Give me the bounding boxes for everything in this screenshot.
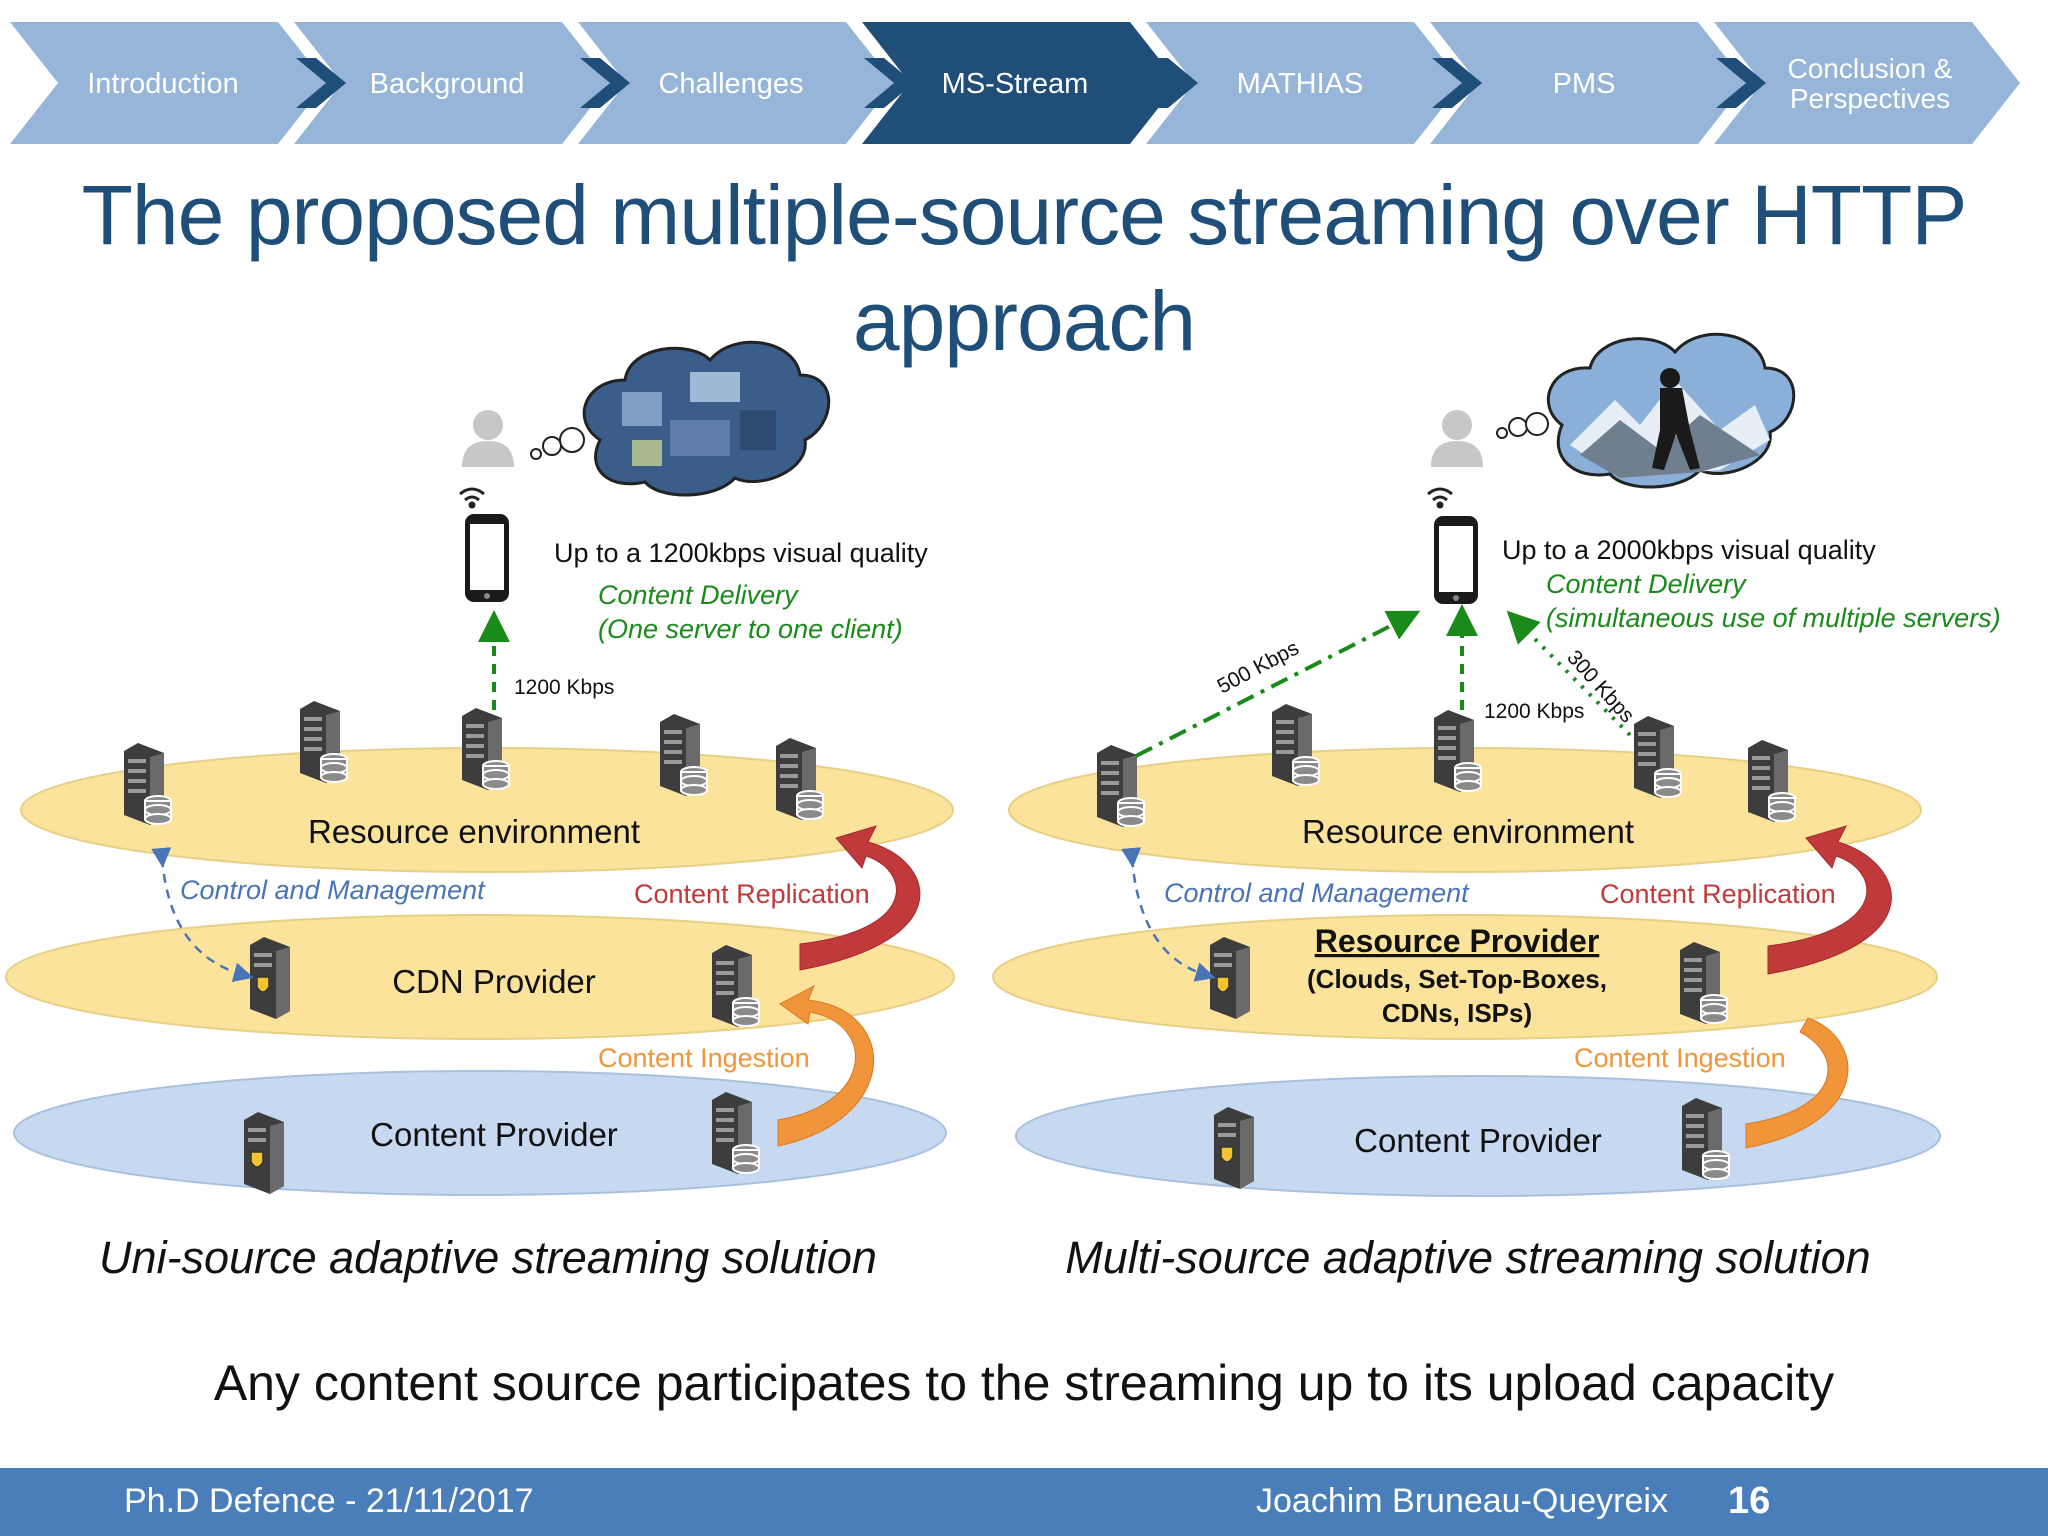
user-icon xyxy=(462,410,514,467)
quality-label: Up to a 2000kbps visual quality xyxy=(1502,535,1876,565)
shield-server-icon xyxy=(1209,936,1251,1020)
svg-text:PMS: PMS xyxy=(1553,68,1616,100)
page-number: 16 xyxy=(1728,1480,1771,1522)
shield-server-icon xyxy=(1213,1106,1255,1190)
server-icon xyxy=(712,1092,760,1174)
content-replication-arrow xyxy=(799,825,921,971)
delivery-arrow-left xyxy=(1135,610,1421,758)
content-provider-label: Content Provider xyxy=(370,1116,618,1153)
thought-bubble-icon xyxy=(1496,332,1796,489)
footer-author: Joachim Bruneau-Queyreix xyxy=(1256,1482,1668,1520)
left-caption: Uni-source adaptive streaming solution xyxy=(99,1232,877,1283)
title-line-2: approach xyxy=(852,274,1196,368)
content-ingestion-arrow xyxy=(777,984,875,1147)
server-icon xyxy=(712,945,760,1027)
resource-environment-label: Resource environment xyxy=(308,813,640,850)
control-management-label: Control and Management xyxy=(180,875,486,905)
rate-label-left: 500 Kbps xyxy=(1214,636,1303,698)
footer-event: Ph.D Defence - 21/11/2017 xyxy=(124,1482,534,1520)
server-icon xyxy=(1634,716,1682,798)
wifi-icon xyxy=(1426,487,1454,509)
nav-item-background[interactable]: Background xyxy=(294,22,610,144)
resource-provider-line2: (Clouds, Set-Top-Boxes, xyxy=(1307,964,1607,994)
content-provider-label: Content Provider xyxy=(1354,1122,1602,1159)
server-icon xyxy=(462,708,510,790)
server-icon xyxy=(776,738,824,820)
control-management-arrow xyxy=(1121,847,1216,982)
content-replication-label: Content Replication xyxy=(634,879,870,909)
section-nav: Introduction Background Challenges MS-St… xyxy=(10,22,2020,144)
content-replication-label: Content Replication xyxy=(1600,879,1836,909)
nav-separators xyxy=(296,58,1766,108)
svg-text:Conclusion &: Conclusion & xyxy=(1788,53,1953,84)
slide-title: The proposed multiple-source streaming o… xyxy=(0,162,2048,374)
left-panel: Resource environment CDN Provider Conten… xyxy=(5,340,955,1196)
content-delivery-label: Content Delivery xyxy=(598,580,799,610)
content-ingestion-label: Content Ingestion xyxy=(1574,1043,1786,1073)
rate-label-center: 1200 Kbps xyxy=(1484,700,1584,723)
delivery-arrow-right xyxy=(1506,610,1632,737)
server-icon xyxy=(1434,710,1482,792)
control-management-arrow xyxy=(151,847,254,983)
server-icon xyxy=(1748,740,1796,822)
cdn-provider-label: CDN Provider xyxy=(392,963,596,1000)
title-line-1: The proposed multiple-source streaming o… xyxy=(81,168,1968,262)
wifi-icon xyxy=(458,487,486,509)
bottom-statement: Any content source participates to the s… xyxy=(213,1355,1835,1411)
svg-text:Introduction: Introduction xyxy=(87,68,239,100)
control-management-label: Control and Management xyxy=(1164,878,1470,908)
resource-environment-label: Resource environment xyxy=(1302,813,1634,850)
smartphone-icon xyxy=(1434,516,1478,604)
content-delivery-note: (One server to one client) xyxy=(598,614,903,644)
quality-label: Up to a 1200kbps visual quality xyxy=(554,538,928,568)
server-icon xyxy=(1682,1098,1730,1180)
resource-provider-line3: CDNs, ISPs) xyxy=(1382,998,1532,1028)
footer: Ph.D Defence - 21/11/2017 Joachim Brunea… xyxy=(0,1468,2048,1536)
smartphone-icon xyxy=(465,514,509,602)
shield-server-icon xyxy=(243,1111,285,1195)
content-replication-arrow xyxy=(1767,825,1892,975)
nav-item-mathias[interactable]: MATHIAS xyxy=(1146,22,1462,144)
shield-server-icon xyxy=(249,936,291,1020)
svg-text:Background: Background xyxy=(370,68,525,100)
nav-item-pms[interactable]: PMS xyxy=(1430,22,1746,144)
nav-item-conclusion[interactable]: Conclusion & Perspectives xyxy=(1714,22,2020,144)
content-ingestion-arrow xyxy=(1745,1017,1849,1149)
svg-text:MATHIAS: MATHIAS xyxy=(1237,68,1364,100)
nav-item-ms-stream[interactable]: MS-Stream xyxy=(862,22,1178,144)
server-icon xyxy=(124,743,172,825)
server-icon xyxy=(1272,704,1320,786)
server-icon xyxy=(1680,942,1728,1024)
user-icon xyxy=(1431,410,1483,467)
content-delivery-note: (simultaneous use of multiple servers) xyxy=(1546,603,2001,633)
resource-provider-title: Resource Provider xyxy=(1315,923,1600,959)
server-icon xyxy=(300,701,348,783)
right-caption: Multi-source adaptive streaming solution xyxy=(1065,1232,1871,1283)
thought-bubble-icon xyxy=(530,340,831,497)
content-ingestion-label: Content Ingestion xyxy=(598,1043,810,1073)
svg-text:Challenges: Challenges xyxy=(658,68,803,100)
svg-text:MS-Stream: MS-Stream xyxy=(942,68,1089,100)
nav-item-introduction[interactable]: Introduction xyxy=(10,22,326,144)
server-icon xyxy=(660,714,708,796)
svg-text:Perspectives: Perspectives xyxy=(1790,83,1950,114)
content-delivery-label: Content Delivery xyxy=(1546,569,1747,599)
right-panel: Resource environment Resource Provider (… xyxy=(992,332,2001,1197)
delivery-rate-label: 1200 Kbps xyxy=(514,676,614,699)
nav-item-challenges[interactable]: Challenges xyxy=(578,22,894,144)
